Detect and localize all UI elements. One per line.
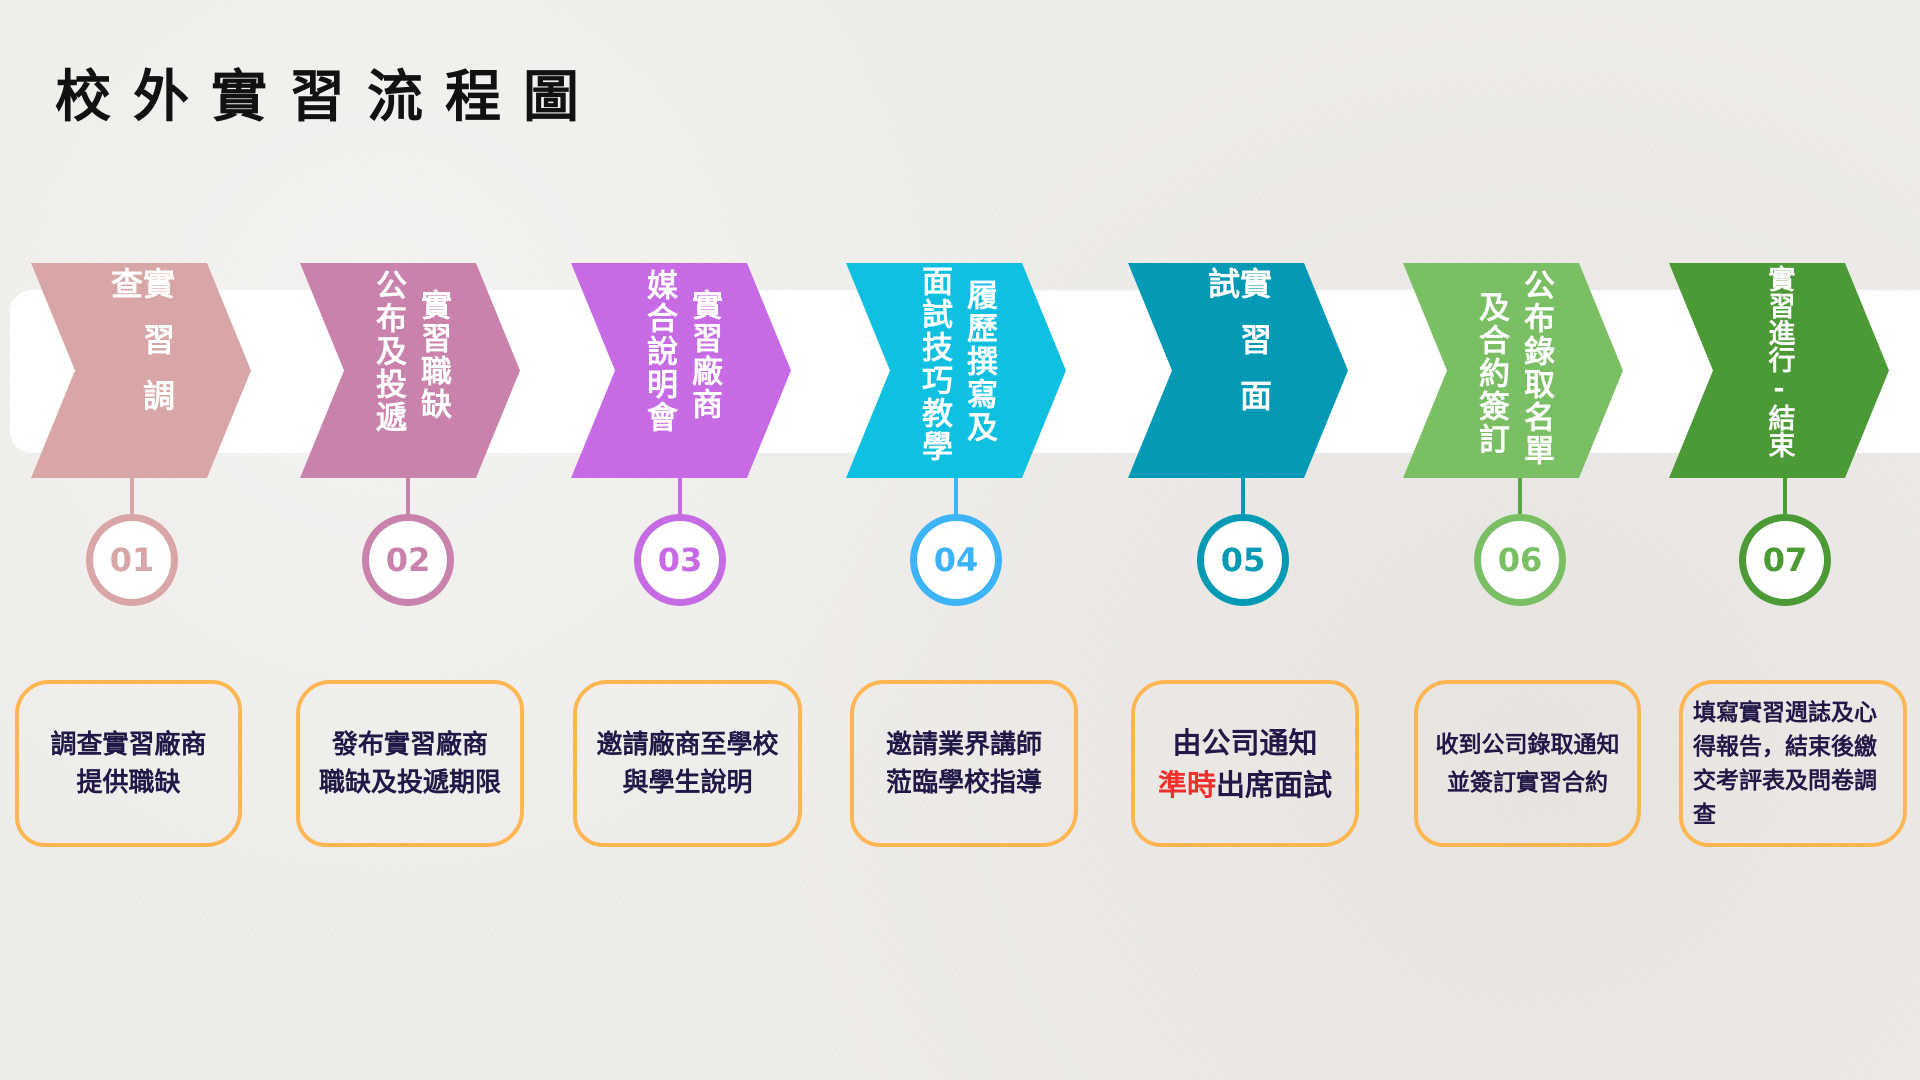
step-2-description-box: 發布實習廠商 職缺及投遞期限 [296, 680, 524, 847]
step-4-title-col1: 履歷撰寫及 [961, 279, 997, 444]
step-1-description: 調查實習廠商 提供職缺 [50, 729, 207, 798]
step-4-description: 邀請業界講師 蒞臨學校指導 [885, 729, 1042, 798]
step-5-description-line1: 由公司通知 [1172, 725, 1318, 760]
step-5-connector [1241, 478, 1245, 514]
step-2-title-col2: 公布及投遞 [370, 269, 406, 434]
step-6-title-col2: 及合約簽訂 [1473, 291, 1509, 456]
step-3-title-col2: 媒合說明會 [641, 269, 677, 434]
step-3-connector [678, 478, 682, 514]
step-2-connector [406, 478, 410, 514]
step-2-description: 發布實習廠商 職缺及投遞期限 [318, 729, 501, 798]
step-3-title-col1: 實習廠商 [686, 289, 722, 421]
step-5-highlight: 準時 [1157, 767, 1216, 802]
step-7-description: 填寫實習週誌及心 得報告，結束後繳 交考評表及問卷調 查 [1693, 698, 1877, 828]
step-2-title-col1: 實習職缺 [415, 289, 451, 421]
step-6-title-col1: 公布錄取名單 [1518, 269, 1554, 467]
step-6-number-badge: 06 [1474, 514, 1566, 606]
step-5-number-badge: 05 [1197, 514, 1289, 606]
step-4-description-box: 邀請業界講師 蒞臨學校指導 [850, 680, 1078, 847]
step-3-number-badge: 03 [634, 514, 726, 606]
step-7-title: 實習進行-結束 [1763, 265, 1795, 458]
step-5-description-box: 由公司通知 準時出席面試 [1131, 680, 1359, 847]
step-1-title: 實習調查 [106, 267, 176, 435]
step-3-description: 邀請廠商至學校 與學生說明 [596, 729, 779, 798]
step-6-description-box: 收到公司錄取通知 並簽訂實習合約 [1414, 680, 1641, 847]
step-6-description: 收到公司錄取通知 並簽訂實習合約 [1435, 730, 1620, 796]
step-7-description-box: 填寫實習週誌及心 得報告，結束後繳 交考評表及問卷調 查 [1679, 680, 1907, 847]
step-1-connector [130, 478, 134, 514]
step-7-number-badge: 07 [1739, 514, 1831, 606]
step-5-description-line2-rest: 出席面試 [1216, 767, 1333, 802]
step-2-number-badge: 02 [362, 514, 454, 606]
step-4-title-col2: 面試技巧教學 [916, 265, 952, 463]
step-1-description-box: 調查實習廠商 提供職缺 [15, 680, 242, 847]
step-1-number-badge: 01 [86, 514, 178, 606]
step-4-number-badge: 04 [910, 514, 1002, 606]
step-5-title: 實習面試 [1203, 267, 1273, 435]
step-6-connector [1518, 478, 1522, 514]
page-title: 校外實習流程圖 [55, 64, 601, 130]
step-7-connector [1783, 478, 1787, 514]
step-5-description-line2: 準時出席面試 [1158, 764, 1332, 806]
step-4-connector [954, 478, 958, 514]
step-3-description-box: 邀請廠商至學校 與學生說明 [573, 680, 802, 847]
